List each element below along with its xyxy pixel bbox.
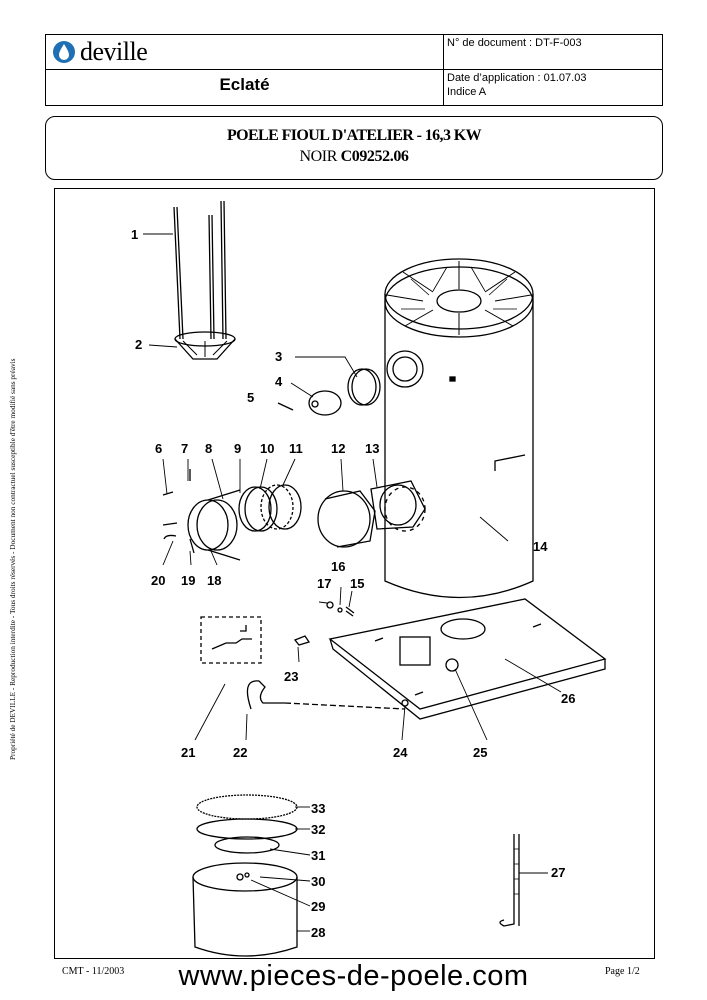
footer-page: Page 1/2: [605, 966, 640, 977]
product-title: POELE FIOUL D'ATELIER - 16,3 KW: [226, 127, 482, 144]
part-2-burner-cup: [174, 331, 236, 360]
part-number-label-20: 20: [151, 573, 165, 588]
brand-logo: deville: [52, 37, 148, 66]
part-number-label-10: 10: [260, 441, 274, 456]
part-14-tank: [384, 258, 534, 599]
product-color: NOIR: [299, 148, 337, 165]
part-number-label-9: 9: [234, 441, 241, 456]
part-5-screw: [277, 402, 294, 411]
product-reference: C09252.06: [340, 148, 409, 165]
part-number-label-17: 17: [317, 576, 331, 591]
part-number-label-15: 15: [350, 576, 364, 591]
part-number-label-16: 16: [331, 559, 345, 574]
leader-lines: [143, 233, 562, 932]
part-3-ring: [347, 368, 381, 406]
part-number-label-30: 30: [311, 874, 325, 889]
part-number-label-8: 8: [205, 441, 212, 456]
part-26-base: [328, 598, 607, 720]
part-number-label-4: 4: [275, 374, 283, 389]
copyright-note: Propriété de DEVILLE - Reproduction inte…: [8, 358, 17, 760]
part-number-label-23: 23: [284, 669, 298, 684]
parts-15-17-fittings: [326, 601, 355, 617]
document-index: Indice A: [447, 86, 487, 98]
part-number-label-32: 32: [311, 822, 325, 837]
part-number-label-1: 1: [131, 227, 138, 242]
part-number-label-13: 13: [365, 441, 379, 456]
part-number-label-12: 12: [331, 441, 345, 456]
document-type: Eclaté: [219, 75, 270, 94]
part-number-label-7: 7: [181, 441, 188, 456]
part-number-label-11: 11: [289, 441, 303, 456]
part-27-gauge: [499, 834, 520, 927]
part-1-rods: [173, 200, 227, 340]
document-number: N° de document : DT-F-003: [447, 37, 582, 49]
part-number-label-3: 3: [275, 349, 282, 364]
document-header: deville Eclaté N° de document : DT-F-003…: [45, 34, 663, 106]
part-4-disc: [308, 390, 342, 416]
part-number-label-2: 2: [135, 337, 142, 352]
part-number-label-24: 24: [393, 745, 408, 760]
part-number-label-14: 14: [533, 539, 548, 554]
header-divider-vertical: [443, 35, 444, 105]
brand-name: deville: [80, 37, 148, 66]
part-number-label-19: 19: [181, 573, 195, 588]
part-number-label-27: 27: [551, 865, 565, 880]
part-number-label-29: 29: [311, 899, 325, 914]
header-divider-horizontal: [46, 69, 662, 70]
part-22-fuel-line: [246, 680, 409, 710]
exploded-view-drawing: 1234567891011121314151617181920212223242…: [131, 200, 607, 957]
part-number-label-22: 22: [233, 745, 247, 760]
burner-assembly: [162, 469, 426, 561]
part-number-label-28: 28: [311, 925, 325, 940]
footer-website: www.pieces-de-poele.com: [178, 960, 529, 992]
title-box: POELE FIOUL D'ATELIER - 16,3 KW NOIR C09…: [45, 116, 663, 180]
product-reference-line: NOIR C09252.06: [46, 148, 662, 166]
drop-logo-icon: [53, 41, 75, 63]
footer-revision: CMT - 11/2003: [62, 966, 125, 977]
part-number-label-6: 6: [155, 441, 162, 456]
part-number-label-18: 18: [207, 573, 221, 588]
part-21-bracket: [200, 616, 311, 664]
part-number-label-21: 21: [181, 745, 195, 760]
part-number-label-33: 33: [311, 801, 325, 816]
application-date: Date d’application : 01.07.03: [447, 72, 587, 84]
part-number-label-5: 5: [247, 390, 254, 405]
part-number-label-26: 26: [561, 691, 575, 706]
part-number-label-31: 31: [311, 848, 325, 863]
part-number-label-25: 25: [473, 745, 487, 760]
parts-28-33-chamber-stack: [192, 794, 298, 957]
